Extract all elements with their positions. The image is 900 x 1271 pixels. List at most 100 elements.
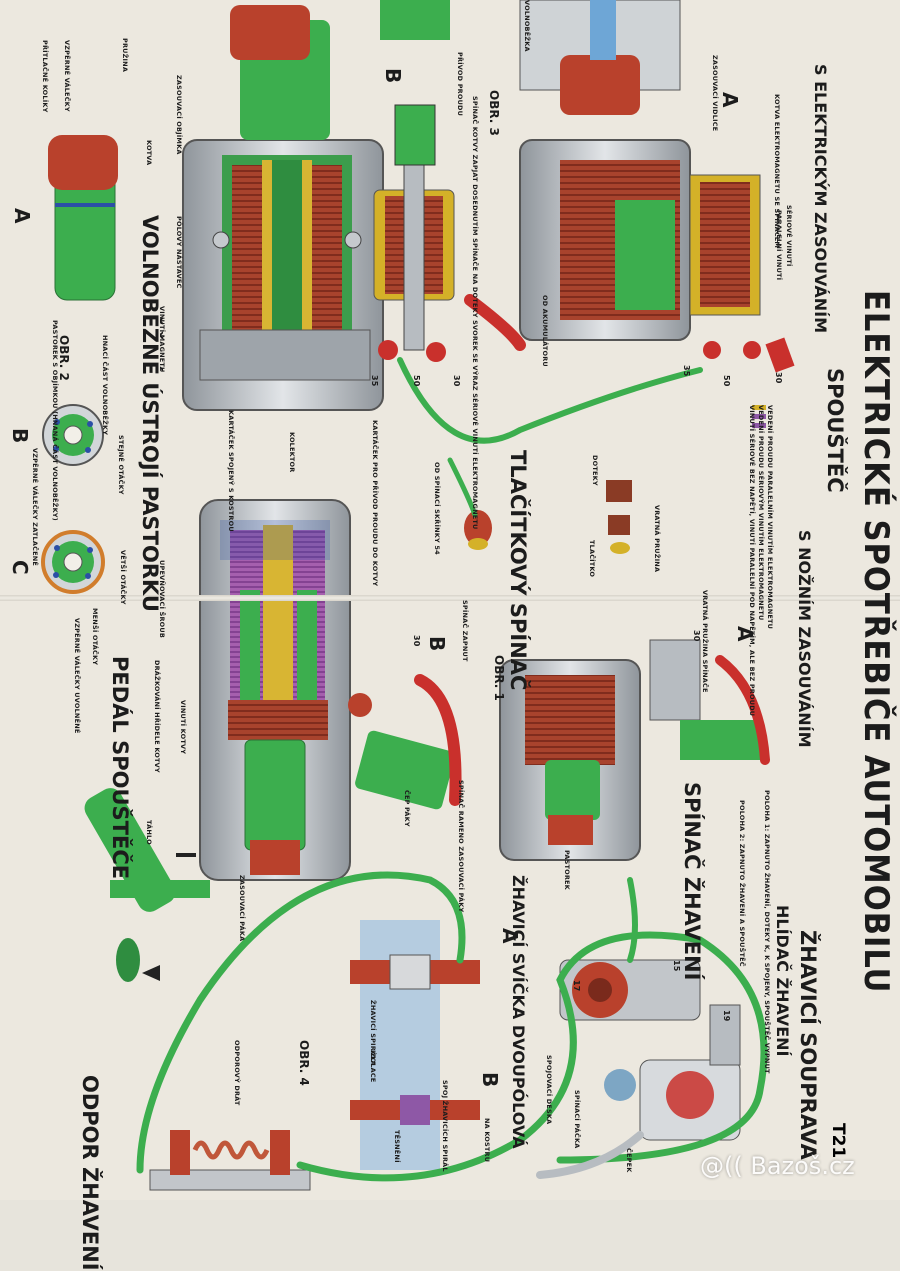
part-label: POLOHA 1: ZAPNUTO ŽHAVENÍ, DOTEKY K, K S… (763, 790, 771, 1074)
part-label: ZASOUVACÍ OBJÍMKA (175, 75, 183, 155)
terminal-label: 19 (722, 1010, 731, 1022)
letter-b-middle: B (425, 636, 449, 652)
glow-monitor-drawing (559, 959, 741, 1141)
poster-title: ELEKTRICKÉ SPOTŘEBIČE AUTOMOBILU (856, 290, 896, 994)
pedal-drawing (84, 788, 210, 982)
part-label: TĚSNĚNÍ (393, 1130, 401, 1163)
legend-swatches (752, 405, 766, 428)
part-label: KARTÁČEK PRO PŘÍVOD PROUDU DO KOTVY (371, 420, 379, 587)
terminal-label: 50 (722, 375, 731, 387)
part-label: SPÍNACÍ PÁČKA (573, 1090, 581, 1149)
part-label: VZPĚRNÉ VÁLEČKY (63, 40, 71, 112)
part-label: ZASOUVACÍ VIDLICE (711, 55, 719, 132)
part-label: VINUTÍ MAGNETU (158, 306, 166, 373)
part-label: SPÍNAČ RAMENO ZASOUVACÍ PÁKY (457, 780, 465, 913)
starter-solenoid-detail (519, 0, 795, 373)
part-label: VRATNÁ PRUŽINA SPÍNAČE (701, 590, 709, 693)
part-label: TLAČÍTKO (588, 540, 596, 578)
part-label: MENŠÍ OTÁČKY (91, 608, 99, 666)
part-label: STEJNÉ OTÁČKY (117, 435, 125, 495)
legend-item: VEDENÍ PROUDU PARALELNÍM VINUTÍM ELEKTRO… (766, 405, 774, 630)
part-label: PASTOREK (563, 850, 571, 890)
part-label: NA KOSTRU (483, 1118, 491, 1163)
part-label: ZASOUVACÍ PÁKA (238, 875, 246, 942)
cables (136, 294, 770, 1182)
part-label: SPOJOVACÍ DESKA (545, 1055, 553, 1125)
part-label: HNACÍ ČÁST VOLNOBĚŽKY (101, 335, 109, 436)
part-label: VOLNOBĚŽKA (523, 0, 531, 52)
figure-2-label: OBR. 2 (57, 335, 71, 381)
starter-electric-drawing (182, 0, 455, 411)
part-label: DOTEKY (591, 455, 599, 486)
part-label: KOTVA (145, 140, 153, 166)
letter-a-top: A (718, 92, 742, 108)
glow-set-heading: ŽHAVICÍ SOUPRAVA (796, 930, 820, 1160)
electric-engagement-heading: S ELEKTRICKÝM ZASOUVÁNÍM (811, 64, 830, 333)
terminal-label: 30 (692, 630, 701, 642)
glow-plug-heading: ŽHAVICÍ SVÍČKA DVOUPÓLOVÁ (509, 875, 528, 1149)
glow-resistor-heading: ODPOR ŽHAVENÍ (78, 1075, 102, 1271)
starter-foot-drawing (199, 499, 760, 881)
terminal-label: 50 (412, 375, 421, 387)
part-label: VZPĚRNÉ VÁLEČKY UVOLNĚNÉ (73, 618, 81, 734)
glow-resistor-drawing (149, 1130, 311, 1191)
figure-1-label: OBR. 1 (492, 655, 506, 701)
part-label: KOLEKTOR (288, 432, 296, 473)
part-label: POLOHA 2: ZAPNUTO ŽHAVENÍ A SPOUŠTĚČ (738, 800, 746, 967)
part-label: DRÁŽKOVÁNÍ HŘÍDELE KOTVY (153, 660, 161, 773)
terminal-label: 30 (412, 635, 421, 647)
poster-illustration (41, 0, 795, 1191)
part-label: VRATNÁ PRUŽINA (653, 505, 661, 573)
part-label: ČEPEK (625, 1148, 633, 1173)
watermark: @(( Bazoš.cz (700, 1152, 855, 1180)
part-label: KARTÁČEK SPOJENÝ S KOSTROU (227, 410, 235, 532)
terminal-label: 30 (452, 375, 461, 387)
figure-4-label: OBR. 4 (297, 1040, 311, 1086)
glow-switch-heading: SPÍNAČ ŽHAVENÍ (680, 782, 704, 981)
part-label: TÁHLO (145, 820, 153, 845)
glow-plug-drawing (350, 920, 480, 1170)
push-switch-drawing (464, 480, 632, 554)
figure-3-label: OBR. 3 (487, 90, 501, 136)
freewheel-drawing (41, 135, 118, 594)
terminal-label: 17 (572, 980, 581, 992)
part-label: VINUTÍ KOTVY (179, 700, 187, 755)
terminal-label: 15 (672, 960, 681, 972)
part-label: ČEP PÁKY (403, 790, 411, 827)
letter-a-plug: A (498, 928, 522, 944)
part-label: PRUŽINA (121, 38, 129, 73)
letter-b-top: B (381, 68, 405, 84)
part-label: VZPĚRNÉ VÁLEČKY ZATLAČENÉ (31, 448, 39, 567)
freewheel-heading: VOLNOBĚŽNÉ ÚSTROJÍ PASTORKU (138, 215, 162, 612)
legend-item: VEDENÍ PROUDU SÉRIOVÝM VINUTÍM ELEKTROMA… (757, 405, 765, 621)
starter-heading: SPOUŠTĚČ (823, 368, 847, 493)
part-label: VĚTŠÍ OTÁČKY (119, 550, 127, 605)
letter-c-left: C (8, 560, 32, 575)
terminal-label: 35 (370, 375, 379, 387)
part-label: OD AKUMULÁTORU (541, 295, 549, 367)
letter-b-left: B (8, 428, 32, 444)
part-label: ODPOROVÝ DRÁT (233, 1040, 241, 1106)
glow-monitor-heading: HLÍDAČ ŽHAVENÍ (773, 905, 792, 1057)
push-switch-heading: TLAČÍTKOVÝ SPÍNAČ (506, 450, 530, 691)
part-label: PÓLOVÝ NÁSTAVEC (175, 216, 183, 289)
part-label: SPÍNAČ KOTVY ZAPJAT DOSEDNUTÍM SPÍNAČE N… (471, 96, 479, 530)
part-label: PARALELNÍ VINUTÍ (775, 210, 783, 281)
part-label: PŘÍVOD PROUDU (456, 52, 464, 117)
terminal-label: 30 (774, 372, 783, 384)
part-label: UPEVŇOVACÍ ŠROUB (158, 560, 166, 639)
part-label: SPÍNAČ ZAPNUT (461, 600, 469, 662)
letter-a-left: A (10, 208, 34, 224)
part-label: OD SPÍNACÍ SKŘÍNKY 54 (433, 462, 441, 555)
part-label: PŘÍTLAČNÉ KOLÍKY (41, 40, 49, 113)
legend-item: VINUTÍ SÉRIOVÉ BEZ NAPĚTÍ, VINUTÍ PARALE… (748, 405, 756, 717)
poster-fold (0, 595, 900, 601)
foot-engagement-heading: S NOŽNÍM ZASOUVÁNÍM (795, 530, 814, 748)
part-label: SÉRIOVÉ VINUTÍ (785, 205, 793, 267)
pedal-heading: PEDÁL SPOUŠTĚČE (108, 656, 132, 880)
letter-b-plug: B (478, 1072, 502, 1088)
part-label: SPOJ ŽHAVICÍCH SPIRÁL (441, 1080, 449, 1172)
part-label: PASTOREK S OBJÍMKOU (HNANÁ ČÁST VOLNOBĚŽ… (51, 320, 59, 521)
part-label: IZOLACE (369, 1050, 377, 1083)
terminal-label: 35 (682, 365, 691, 377)
